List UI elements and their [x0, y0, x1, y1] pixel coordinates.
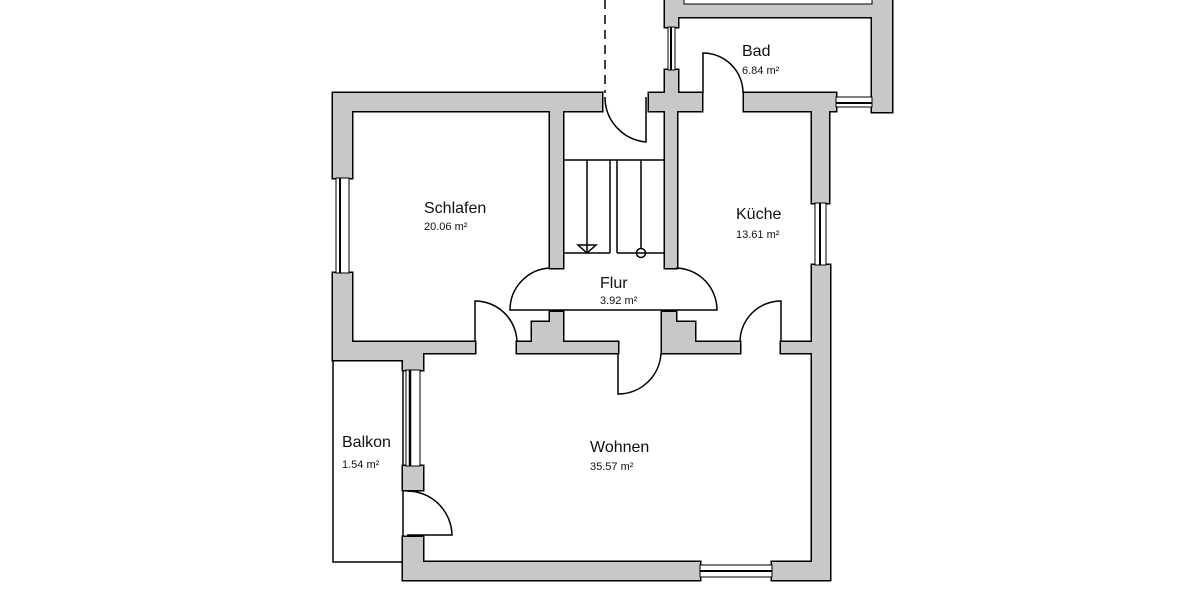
room-schlafen: Schlafen 20.06 m²	[424, 200, 486, 233]
door-stair	[604, 96, 647, 143]
wall-segment	[333, 273, 352, 360]
wall-segment	[665, 70, 678, 111]
wall-segment	[550, 111, 563, 268]
door-kueche	[739, 300, 782, 343]
wall-segment	[333, 342, 423, 360]
wall-segment	[403, 342, 423, 370]
doors	[406, 52, 782, 536]
wall-segment	[781, 342, 830, 353]
wall-segment	[333, 93, 352, 178]
window-schlafen	[335, 177, 350, 274]
room-bad: Bad 6.84 m²	[742, 43, 780, 77]
door-balkon	[406, 490, 453, 536]
room-area: 13.61 m²	[736, 229, 780, 241]
bad-top-opening	[683, 0, 873, 5]
wall-segment	[812, 93, 829, 203]
door-wohnen	[617, 352, 662, 395]
wall-segment	[812, 265, 830, 580]
room-area: 35.57 m²	[590, 461, 634, 473]
door-bad	[702, 52, 744, 94]
stair-arrow-icon	[576, 244, 598, 255]
wall-segment	[532, 322, 552, 342]
room-area: 1.54 m²	[342, 459, 380, 471]
wall-segment	[403, 562, 700, 580]
wall-segment	[517, 342, 618, 353]
walls	[333, 0, 892, 580]
room-area: 3.92 m²	[600, 295, 638, 307]
room-wohnen: Wohnen 35.57 m²	[590, 439, 649, 473]
wall-segment	[872, 0, 892, 112]
room-name: Flur	[600, 275, 628, 292]
stair-start-circle-icon	[635, 247, 647, 259]
room-name: Wohnen	[590, 439, 649, 456]
flur-door-swings	[509, 267, 718, 311]
wall-segment	[662, 342, 740, 353]
window-wohnen-left	[405, 369, 421, 467]
room-name: Bad	[742, 43, 770, 60]
wall-segment	[676, 322, 695, 342]
wall-segment	[403, 466, 423, 490]
room-name: Schlafen	[424, 200, 486, 217]
door-schlafen	[474, 300, 518, 343]
room-flur: Flur 3.92 m²	[600, 275, 638, 307]
staircase	[563, 159, 665, 259]
room-area: 6.84 m²	[742, 65, 780, 77]
wall-segment	[665, 93, 677, 268]
room-name: Küche	[736, 206, 781, 223]
wall-segment	[333, 93, 602, 111]
windows	[335, 26, 873, 578]
wall-segment	[772, 562, 830, 580]
room-kueche: Küche 13.61 m²	[736, 206, 781, 241]
room-name: Balkon	[342, 434, 391, 451]
room-balkon: Balkon 1.54 m²	[342, 434, 391, 471]
room-area: 20.06 m²	[424, 221, 468, 233]
